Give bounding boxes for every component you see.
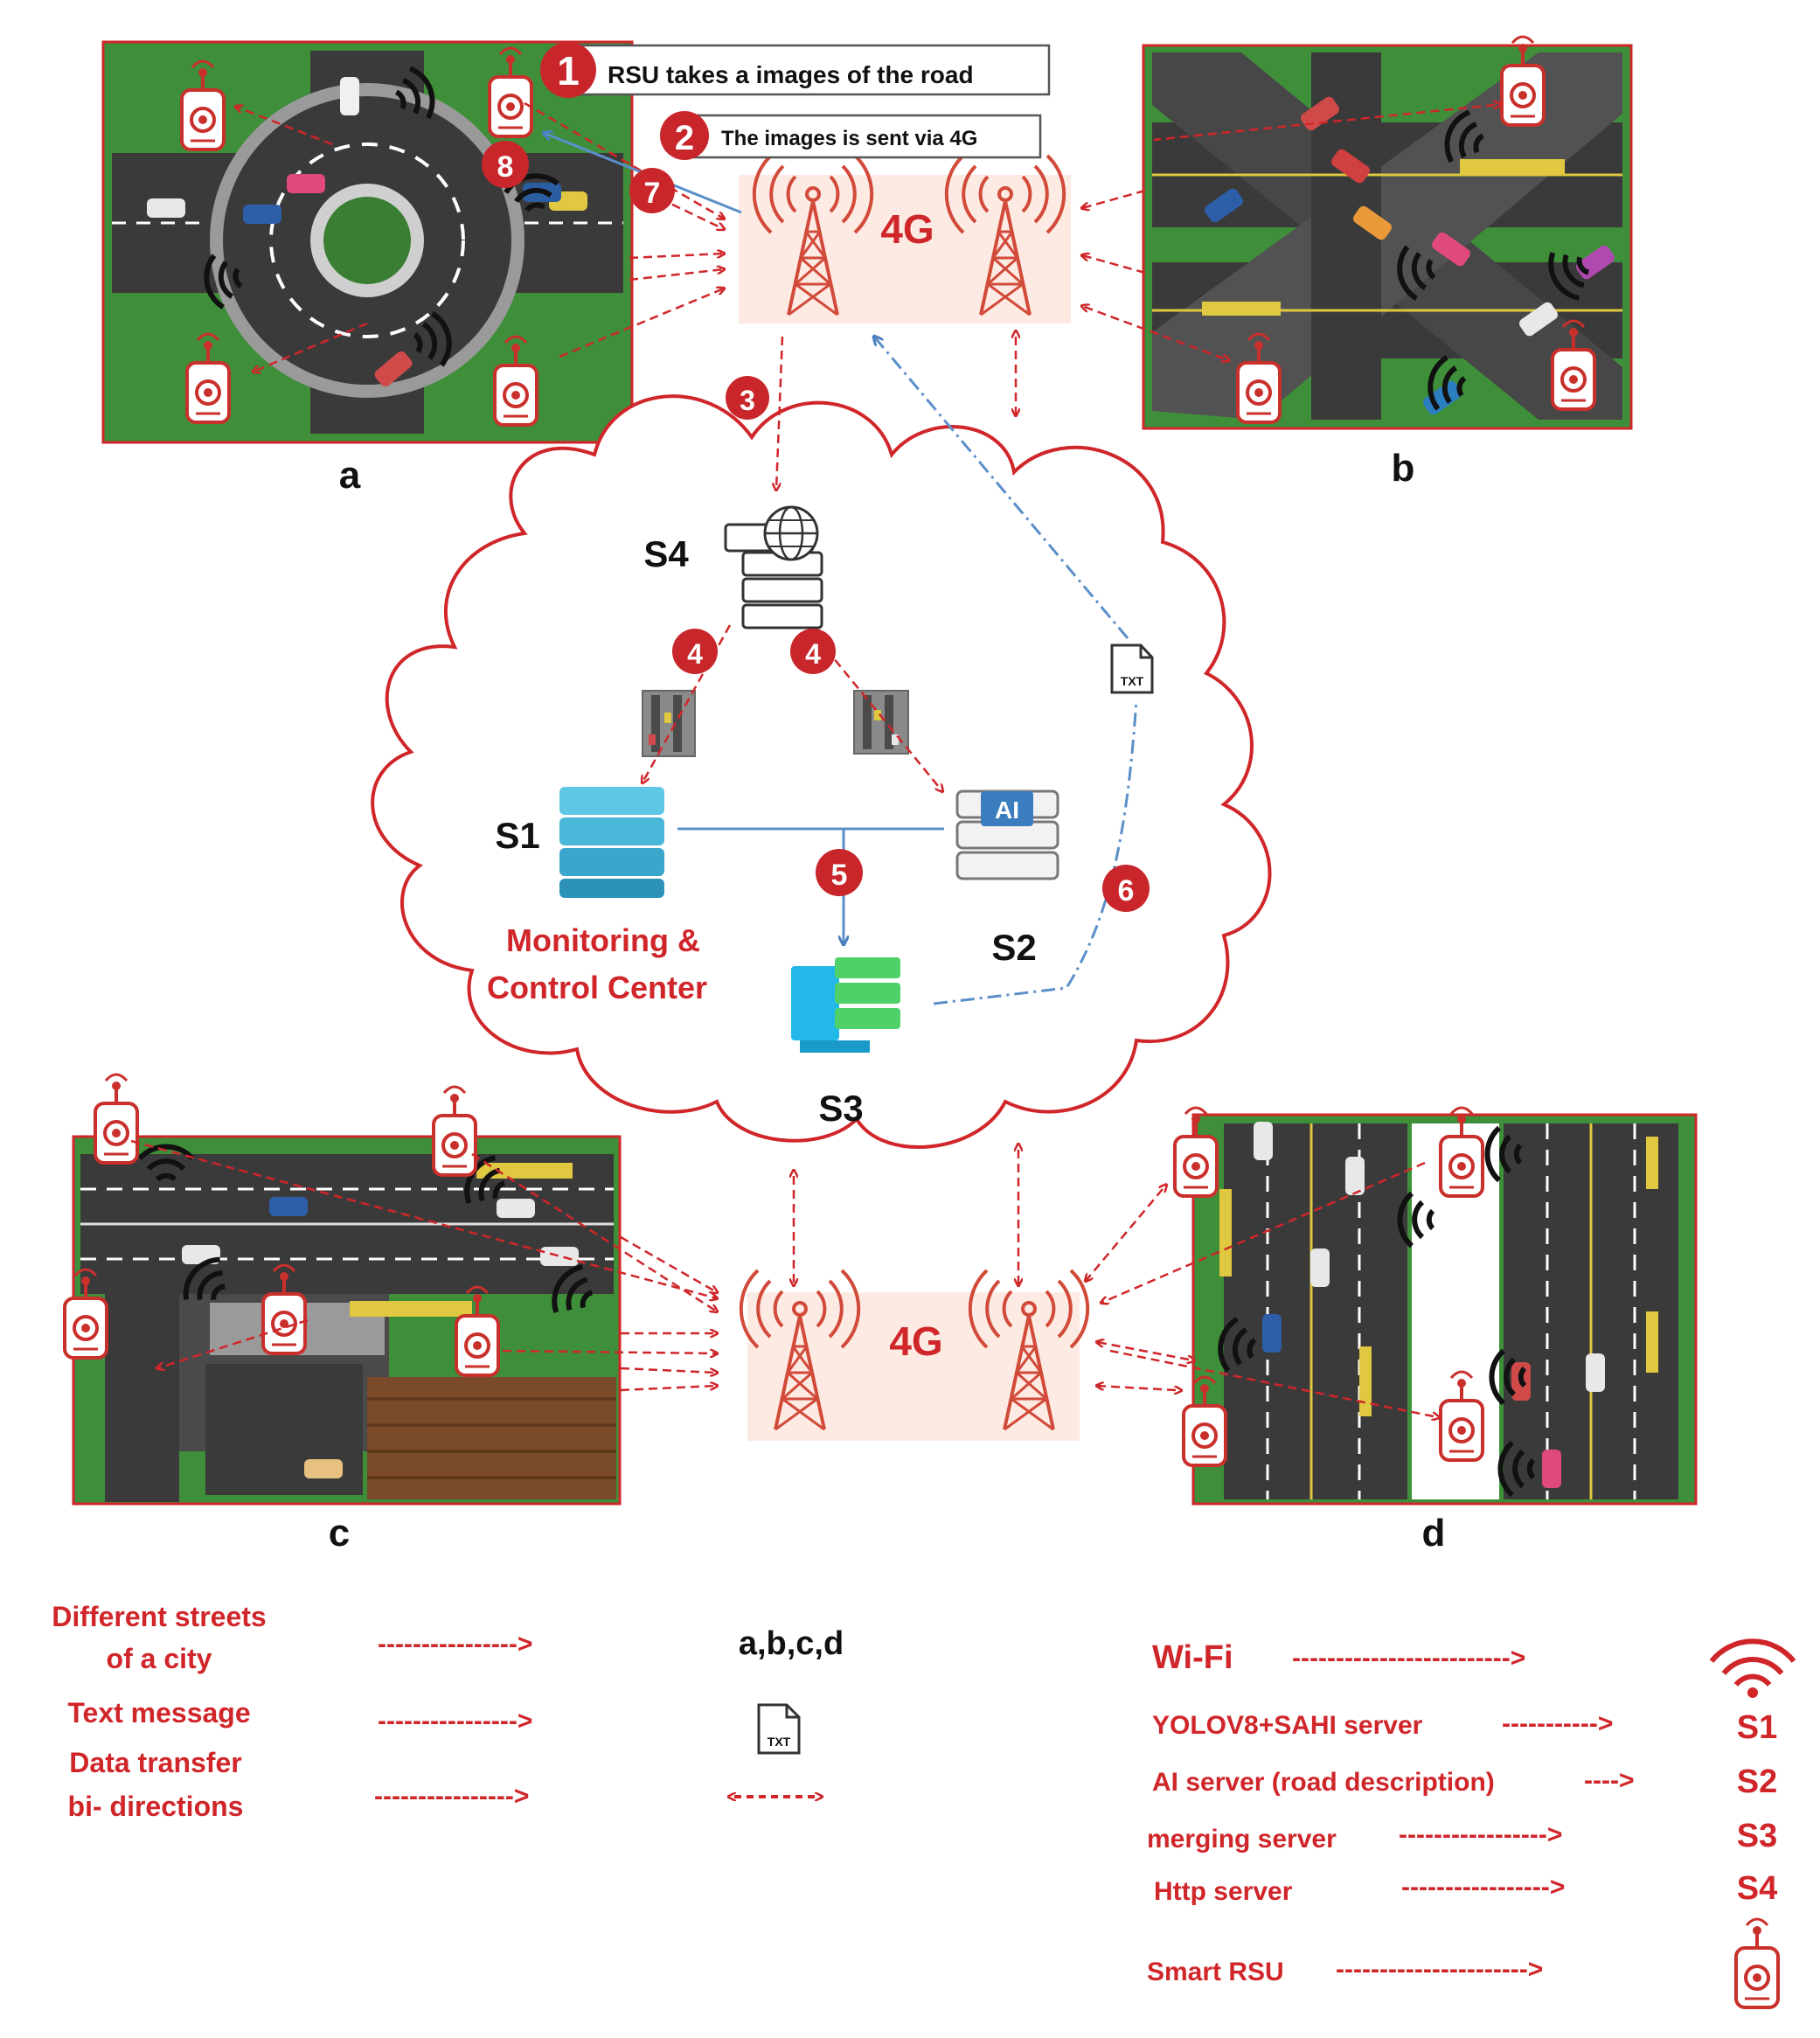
road-image-thumbnail: [853, 690, 909, 755]
txt-file-label: TXT: [1121, 674, 1144, 688]
legend-txt-label: TXT: [768, 1735, 791, 1749]
control-center-line1: Monitoring &: [506, 922, 700, 958]
ai-chip-label: AI: [995, 796, 1019, 824]
yolo-sahi-server-s1: S1: [495, 787, 664, 898]
scene-label-d: d: [1422, 1512, 1446, 1555]
legend-text-message-label: Text message: [67, 1697, 250, 1728]
control-center-line2: Control Center: [487, 970, 707, 1005]
legend-s3-arrow: ----------------->: [1399, 1820, 1562, 1849]
legend-s2-arrow: ---->: [1584, 1766, 1634, 1795]
legend-streets-label-line1: Different streets: [52, 1601, 266, 1632]
legend-s1-value: S1: [1737, 1709, 1777, 1746]
legend-left: Different streets of a city ------------…: [52, 1601, 844, 1822]
scene-a-roundabout: [101, 40, 634, 444]
tower-group-bottom: 4G: [739, 1269, 1090, 1441]
step-2-number: 2: [675, 119, 694, 157]
server-label-s4: S4: [643, 533, 689, 574]
scene-label-b: b: [1392, 447, 1415, 490]
http-server-s4: S4: [643, 505, 823, 629]
step-6-number: 6: [1118, 874, 1135, 908]
legend-wifi-arrow: ------------------------->: [1292, 1644, 1525, 1673]
legend-s2-label: AI server (road description): [1152, 1768, 1495, 1797]
tower-group-top: 4G: [739, 154, 1071, 323]
cloud-boundary: [371, 394, 1272, 1150]
server-label-s1: S1: [495, 815, 539, 856]
legend-s2-value: S2: [1737, 1763, 1777, 1800]
legend-right: Wi-Fi -------------------------> YOLOV8+…: [1147, 1638, 1796, 2009]
legend-s3-value: S3: [1737, 1818, 1777, 1854]
txt-file-icon: TXT: [757, 1703, 801, 1755]
step-4a-number: 4: [687, 638, 703, 670]
legend-s4-value: S4: [1737, 1870, 1777, 1907]
legend-data-transfer-line2: bi- directions: [68, 1791, 244, 1822]
legend-streets-value: a,b,c,d: [739, 1625, 844, 1662]
legend-streets-label-line2: of a city: [107, 1643, 212, 1674]
legend-text-message-arrow: ---------------->: [378, 1707, 532, 1735]
legend-wifi-label: Wi-Fi: [1152, 1639, 1233, 1676]
step-1-number: 1: [557, 48, 580, 94]
legend-rsu-arrow: ---------------------->: [1336, 1955, 1543, 1984]
legend-data-transfer-arrow: ---------------->: [374, 1782, 529, 1811]
txt-file-icon: TXT: [1110, 643, 1154, 694]
server-label-s3: S3: [818, 1088, 863, 1129]
merging-server-s3: S3: [791, 957, 900, 1129]
legend-data-transfer-line1: Data transfer: [69, 1747, 241, 1778]
step-3-number: 3: [740, 385, 755, 416]
server-label-s2: S2: [991, 927, 1036, 968]
legend-rsu-label: Smart RSU: [1147, 1958, 1284, 1986]
ai-server-s2: AI S2: [955, 789, 1059, 968]
step-2-label: The images is sent via 4G: [721, 127, 977, 150]
scene-c-street: [63, 1073, 622, 1506]
legend-s4-arrow: ----------------->: [1401, 1873, 1565, 1902]
network-label-4g-bottom: 4G: [889, 1318, 942, 1364]
legend-streets-arrow: ---------------->: [378, 1630, 532, 1659]
step-8-number: 8: [497, 150, 514, 184]
legend-s3-label: merging server: [1147, 1825, 1337, 1854]
smart-rsu-icon: [1734, 1917, 1780, 2009]
scene-label-a: a: [339, 454, 361, 497]
step-5-number: 5: [831, 859, 848, 892]
step-1-label: RSU takes a images of the road: [608, 61, 974, 88]
scene-d-highway: [1173, 1106, 1698, 1506]
scene-b-interchange: [1142, 35, 1633, 430]
scene-label-c: c: [329, 1512, 350, 1555]
step-4b-number: 4: [805, 638, 821, 670]
step-7-number: 7: [644, 177, 661, 210]
network-label-4g-top: 4G: [880, 206, 934, 252]
legend-s4-label: Http server: [1154, 1877, 1293, 1906]
legend-s1-label: YOLOV8+SAHI server: [1152, 1711, 1423, 1740]
step-badges: 1 RSU takes a images of the road 2 The i…: [482, 42, 1150, 912]
legend-s1-arrow: ----------->: [1502, 1709, 1613, 1738]
wifi-icon: [1709, 1638, 1796, 1698]
